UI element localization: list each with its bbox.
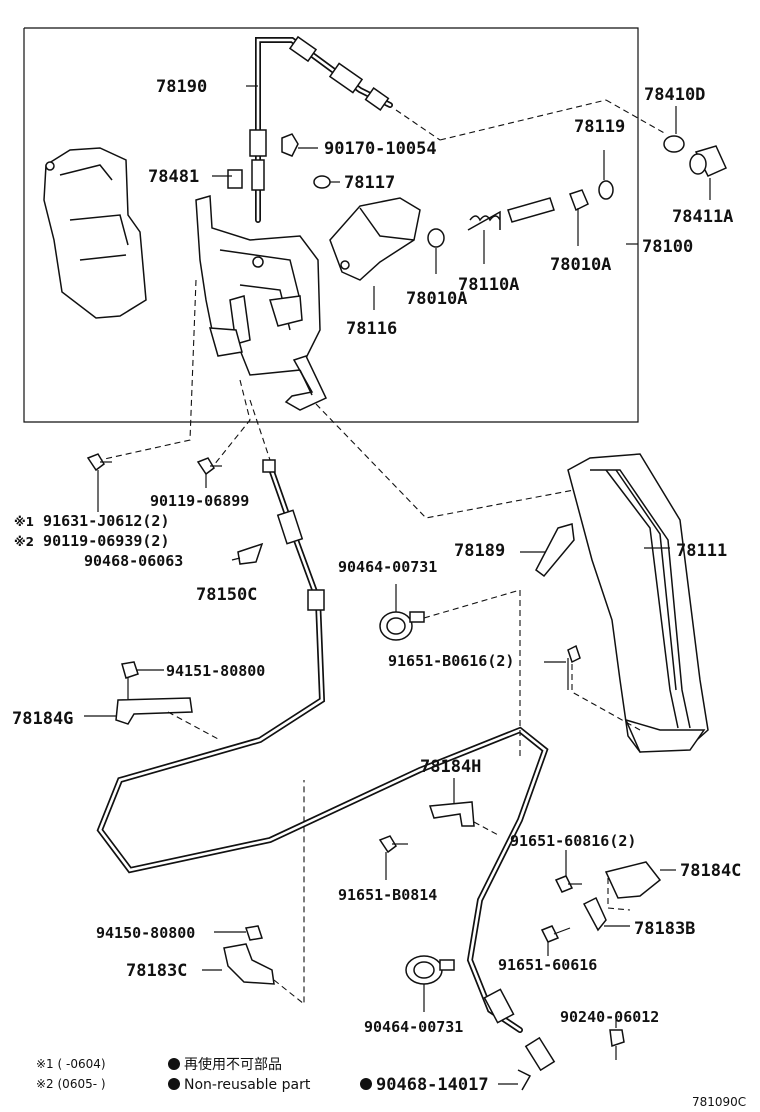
clip-78481	[227, 169, 243, 189]
label-78010A-right: 78010A	[550, 255, 611, 275]
bolt-91651-60816	[554, 875, 582, 893]
damper-bracket-78116	[329, 197, 421, 281]
nut-90170	[281, 133, 299, 157]
label-78111: 78111	[676, 541, 727, 561]
dashed-leaders	[99, 279, 575, 519]
cover-plate	[43, 147, 147, 319]
label-90170-10054: 90170-10054	[324, 139, 437, 159]
label-78110A: 78110A	[458, 275, 519, 295]
label-90464-00731-top: 90464-00731	[338, 558, 437, 576]
label-91651-B0616: 91651-B0616(2)	[388, 652, 514, 670]
assembly-frame	[23, 27, 639, 423]
label-78184C: 78184C	[680, 861, 741, 881]
legend-dot-1	[168, 1058, 180, 1070]
grommet-78117	[313, 175, 331, 189]
label-94151-80800: 94151-80800	[166, 662, 265, 680]
label-78190: 78190	[156, 77, 207, 97]
label-78410D: 78410D	[644, 85, 705, 105]
note-nonreusable-en: Non-reusable part	[184, 1077, 311, 1093]
label-78100: 78100	[642, 237, 693, 257]
bolt-91651-60616	[540, 925, 571, 943]
cable-78190	[249, 35, 393, 223]
bolt-91651-B0814	[378, 835, 408, 854]
label-90468-14017: 90468-14017	[376, 1075, 489, 1095]
label-90119-06899: 90119-06899	[150, 492, 249, 510]
label-90464-00731-bottom: 90464-00731	[364, 1018, 463, 1036]
cable-78150C	[96, 459, 556, 1072]
clip-90468-14017	[517, 1069, 532, 1091]
legend-dot-2	[168, 1078, 180, 1090]
clamp-90464-bottom	[405, 955, 455, 985]
bushing-78010A-right	[569, 189, 589, 212]
bolt-90119	[196, 457, 222, 488]
label-90119-06939-text: 90119-06939(2)	[43, 532, 169, 550]
note-range-1: ※1 ( -0604)	[36, 1057, 106, 1071]
note1-mark: ※1	[14, 515, 34, 529]
label-91651-B0814: 91651-B0814	[338, 886, 437, 904]
label-78010A-left: 78010A	[406, 289, 467, 309]
bolt-91631	[86, 453, 112, 512]
label-78116: 78116	[346, 319, 397, 339]
stopper-78411A	[689, 145, 727, 177]
note-nonreusable-jp: 再使用不可部品	[184, 1056, 282, 1073]
label-78183B: 78183B	[634, 919, 695, 939]
label-78189: 78189	[454, 541, 505, 561]
label-78117: 78117	[344, 173, 395, 193]
ring-78410D	[663, 135, 685, 153]
clamp-78183B	[582, 896, 607, 932]
clamp-78184H	[428, 801, 475, 827]
label-90119-06939: ※2 90119-06939(2)	[14, 532, 169, 550]
notes-legend: ※1 ( -0604) ※2 (0605- ) 再使用不可部品 Non-reus…	[36, 1056, 311, 1093]
label-91631-J0612-text: 91631-J0612(2)	[43, 512, 169, 530]
label-78150C: 78150C	[196, 585, 257, 605]
label-78411A: 78411A	[672, 207, 733, 227]
bushing-78010A-left	[427, 228, 445, 248]
note-range-2: ※2 (0605- )	[36, 1077, 106, 1091]
nut-94151	[121, 661, 139, 679]
clamp-78184G	[115, 697, 193, 725]
bolt-91651-B0616	[567, 644, 581, 690]
diagram-code: 781090C	[692, 1095, 746, 1109]
bolt-78189	[535, 523, 575, 578]
label-78184G: 78184G	[12, 709, 73, 729]
label-94150-80800: 94150-80800	[96, 924, 195, 942]
pedal-bracket-assembly	[195, 195, 328, 411]
label-91651-60616: 91651-60616	[498, 956, 597, 974]
pedal-78111	[567, 453, 709, 753]
nut-94150	[245, 925, 263, 941]
leaders-assembly	[212, 85, 711, 310]
part-labels: 78190 78410D 78119 90170-10054 78481 781…	[12, 77, 741, 1036]
pin	[507, 197, 555, 223]
note2-mark: ※2	[14, 535, 34, 549]
label-78184H: 78184H	[420, 757, 481, 777]
label-90240-06012: 90240-06012	[560, 1008, 659, 1026]
washer-78119	[598, 180, 614, 200]
clamp-78183C	[223, 943, 275, 985]
label-78481: 78481	[148, 167, 199, 187]
bracket-78184C	[604, 861, 662, 899]
clamp-90464-top	[379, 611, 425, 641]
label-91631-J0612: ※1 91631-J0612(2)	[14, 512, 169, 530]
nonreusable-dot-90468-14017	[360, 1078, 372, 1090]
label-90468-06063: 90468-06063	[84, 552, 183, 570]
label-91651-60816: 91651-60816(2)	[510, 832, 636, 850]
spring-78110A	[467, 210, 501, 231]
label-78183C: 78183C	[126, 961, 187, 981]
clip-90468-06063	[237, 542, 264, 565]
label-78119: 78119	[574, 117, 625, 137]
pin-90240	[609, 1029, 625, 1060]
